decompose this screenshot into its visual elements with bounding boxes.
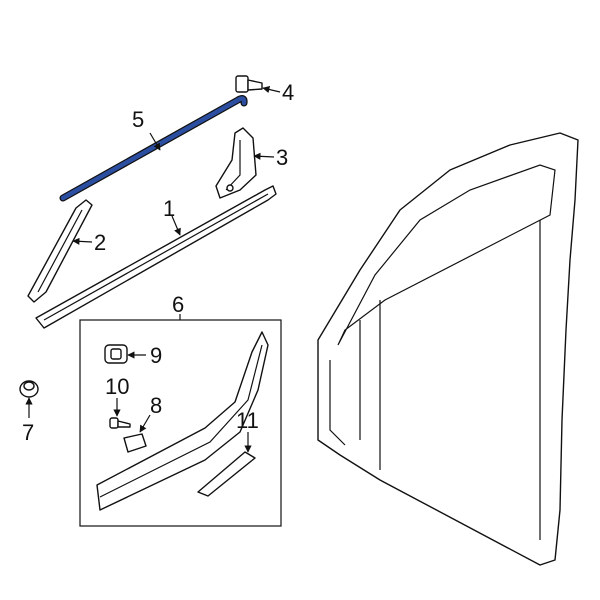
part-1-molding[interactable] [35,185,277,329]
part-2-trim[interactable] [27,199,93,303]
callout-6[interactable]: 6 [172,292,184,317]
callout-11[interactable]: 11 [236,408,259,433]
part-6-door-molding[interactable] [96,331,269,511]
callout-5[interactable]: 5 [132,107,144,132]
callout-2[interactable]: 2 [94,230,106,255]
part-3-bracket[interactable] [215,127,257,199]
rear-door-shell [317,132,579,566]
callout-8[interactable]: 8 [150,393,162,418]
part-4-bolt[interactable] [235,75,263,93]
callout-1[interactable]: 1 [163,196,175,221]
callout-arrows [25,85,281,453]
part-8-pad[interactable] [123,433,147,453]
callout-7[interactable]: 7 [22,420,34,445]
part-11-trim-piece[interactable] [197,451,256,497]
callout-10[interactable]: 10 [105,374,129,399]
callout-3[interactable]: 3 [276,145,288,170]
part-5-belt-molding[interactable] [59,95,248,202]
callout-4[interactable]: 4 [282,80,294,105]
part-9-clip[interactable] [104,344,128,364]
callout-9[interactable]: 9 [150,343,162,368]
part-7-grommet[interactable] [19,380,39,398]
part-10-screw[interactable] [109,417,131,429]
